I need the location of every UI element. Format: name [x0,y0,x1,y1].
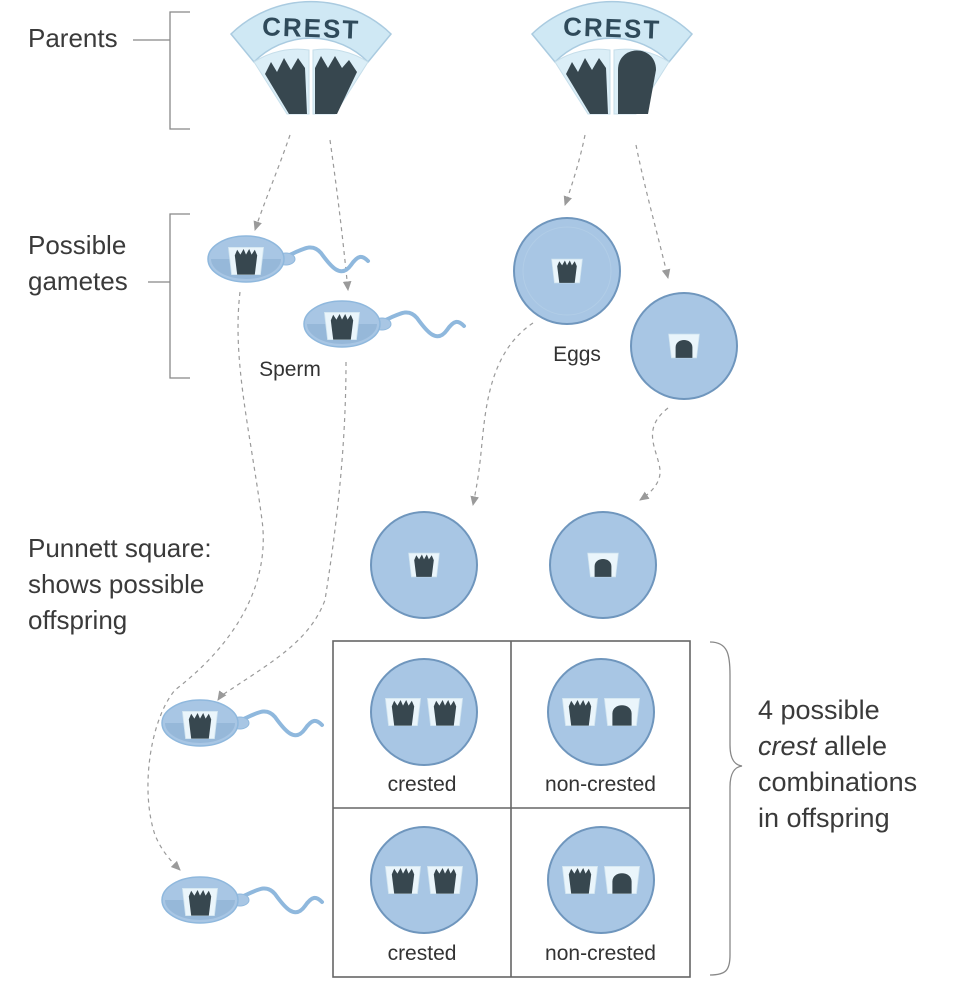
parent-1-gene-label: CREST [262,11,361,44]
punnett-label: Punnett square: shows possible offspring [28,530,212,638]
sperm-gamete-2-crested [303,300,466,348]
sperm-label: Sperm [259,358,321,381]
egg-gamete-1-crested [513,217,621,325]
combinations-label-line-2: crest allele [758,728,917,764]
punnett-egg-header-non-crested [549,511,657,619]
parents-bracket [133,11,190,130]
punnett-label-line-1: Punnett square: [28,533,212,563]
gametes-label-line-1: Possible [28,230,127,260]
punnett-cell-2-phenotype: non-crested [545,773,656,796]
combinations-label-line-4: in offspring [758,803,890,833]
punnett-label-line-2: shows possible [28,569,205,599]
punnett-square-grid [332,640,691,978]
punnett-cell-1-phenotype: crested [387,773,457,796]
offspring-brace [709,641,743,976]
combinations-label-line-3: combinations [758,767,918,797]
punnett-sperm-row-2-crested [161,876,324,924]
punnett-egg-header-crested [370,511,478,619]
gametes-bracket [148,213,190,379]
parent-2-gene-label: CREST [563,11,662,44]
punnett-cell-3-offspring [370,826,478,934]
punnett-label-line-3: offspring [28,605,128,635]
sperm-gamete-1-crested [207,235,370,283]
combinations-label-allele: allele [816,731,888,761]
egg-gamete-2-non-crested [630,292,738,400]
combinations-label: 4 possible crest allele combinations in … [758,692,917,836]
eggs-label: Eggs [553,343,601,366]
punnett-cell-2-offspring [547,658,655,766]
parent-2-crested-non-crested: CREST [530,0,694,115]
punnett-cell-4-phenotype: non-crested [545,942,656,965]
punnett-sperm-row-1-crested [161,699,324,747]
combinations-label-line-1: 4 possible [758,695,880,725]
punnett-cell-4-offspring [547,826,655,934]
punnett-cell-3-phenotype: crested [387,942,457,965]
parents-label: Parents [28,23,118,53]
crest-gene-italic: crest [758,731,817,761]
parent-1-crested-crested: CREST [229,0,393,115]
punnett-cell-1-offspring [370,658,478,766]
gametes-label-line-2: gametes [28,266,128,296]
gametes-label: Possible gametes [28,227,128,299]
